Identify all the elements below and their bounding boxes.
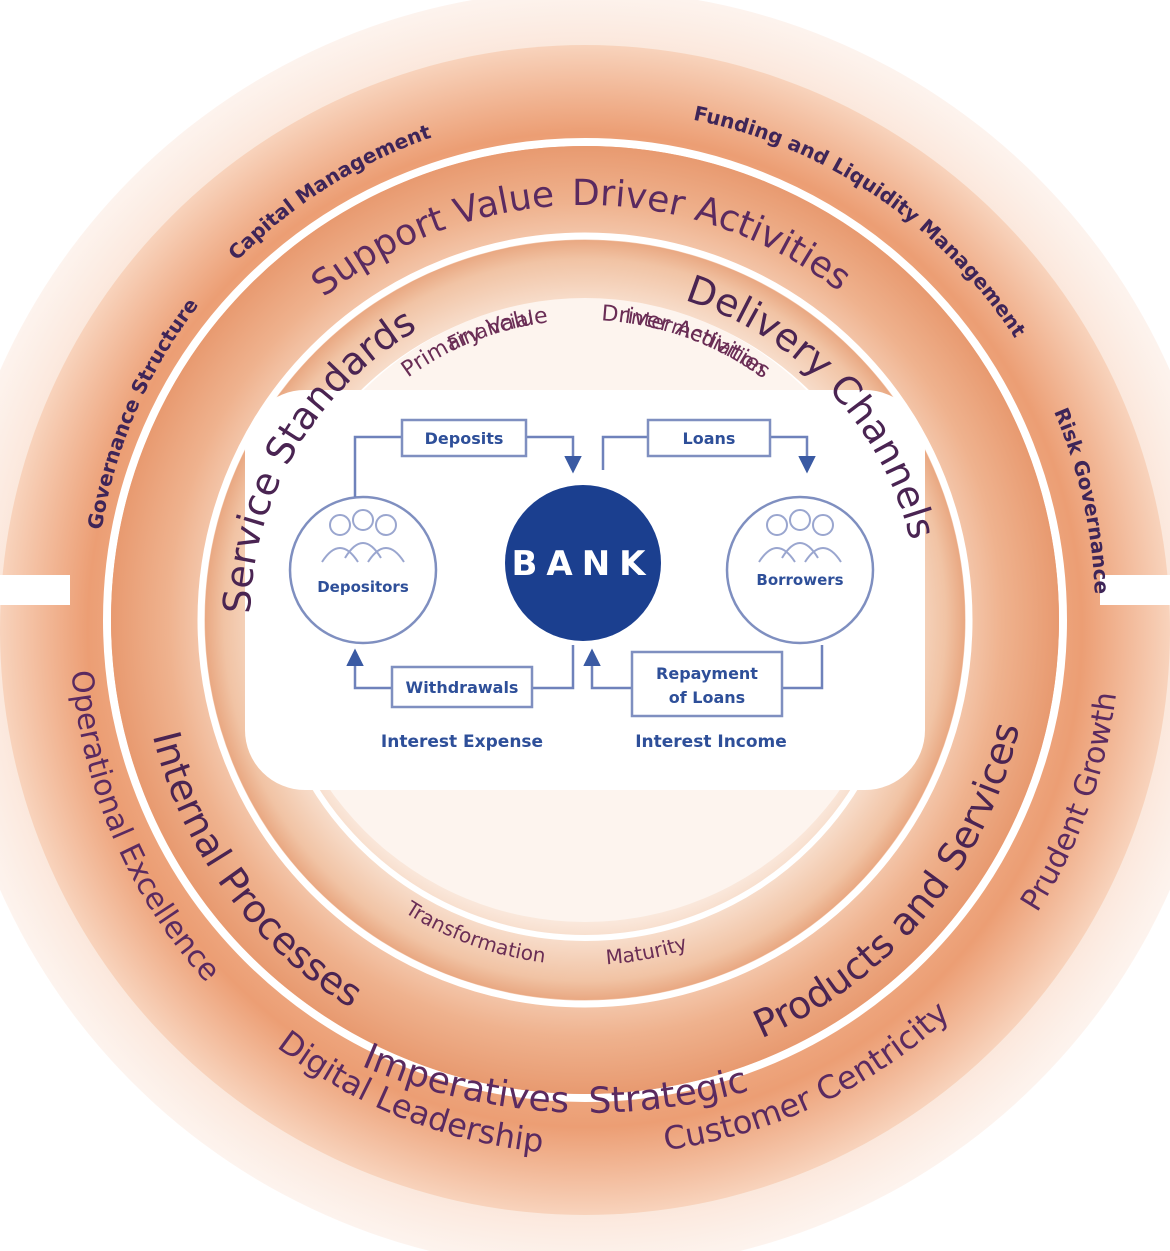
loans-label: Loans [683, 429, 736, 448]
people-icon-borrowers [758, 509, 842, 563]
deposits-box: Deposits [400, 418, 528, 458]
repayment-line-right [782, 645, 824, 690]
outer-ring-gap-left [0, 575, 70, 605]
repayment-arrow [583, 648, 632, 690]
deposits-line-left [353, 435, 405, 497]
loans-line-left [601, 435, 650, 470]
borrowers-circle [725, 495, 875, 645]
bank-label: BANK [511, 544, 654, 584]
deposits-label: Deposits [425, 429, 504, 448]
withdrawals-box: Withdrawals [390, 665, 534, 709]
flow-connectors [346, 435, 824, 690]
repayment-box: Repayment of Loans [630, 650, 784, 718]
withdrawals-label: Withdrawals [406, 678, 519, 697]
borrowers-node: Borrowers [725, 495, 875, 645]
repayment-label-line1: Repayment [656, 664, 758, 683]
withdrawals-arrow [346, 648, 392, 690]
repayment-label-line2: of Loans [669, 688, 745, 707]
outer-ring-gap-right [1100, 575, 1170, 605]
loans-box: Loans [646, 418, 772, 458]
ring2-separator [197, 232, 973, 1008]
deposits-arrow [525, 435, 582, 474]
loans-arrow [768, 435, 816, 474]
depositors-circle [288, 495, 438, 645]
borrowers-label: Borrowers [756, 571, 843, 589]
depositors-node: Depositors [288, 495, 438, 645]
bank-node: BANK [505, 485, 661, 641]
withdrawals-line-right [530, 645, 575, 690]
outer-separator [103, 138, 1067, 1102]
depositors-label: Depositors [317, 578, 409, 596]
interest-income-label: Interest Income [635, 732, 787, 752]
interest-expense-label: Interest Expense [381, 732, 543, 752]
bank-circle [505, 485, 661, 641]
people-icon-depositors [321, 509, 405, 563]
